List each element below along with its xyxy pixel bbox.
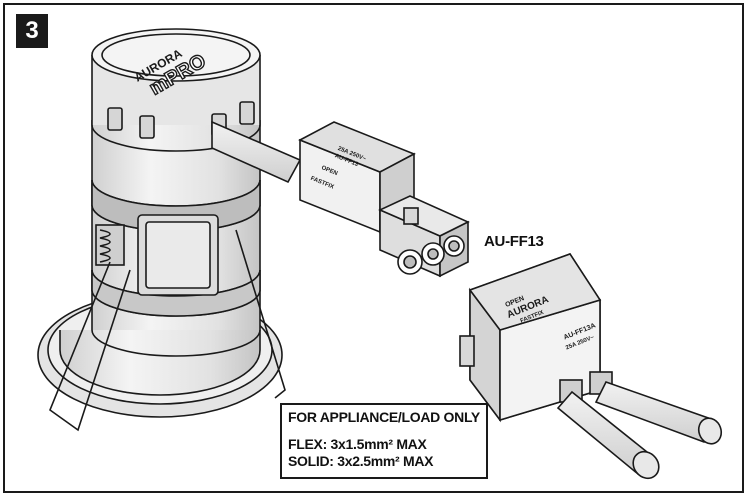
step-number-badge: 3	[16, 14, 48, 48]
cable-downlight-to-connector	[211, 120, 302, 184]
cable-spec-box: FOR APPLIANCE/LOAD ONLY FLEX: 3x1.5mm² M…	[280, 403, 488, 479]
model-number-label: AU-FF13	[484, 233, 544, 250]
fastfix-connector-bottom	[459, 253, 613, 423]
spec-title: FOR APPLIANCE/LOAD ONLY	[288, 409, 480, 425]
spring-wire-right	[235, 229, 286, 399]
fastfix-connector-top	[298, 121, 470, 278]
connector-top-open-label: OPEN	[320, 165, 338, 177]
downlight-cap-top	[91, 28, 261, 82]
downlight-fitting	[37, 28, 286, 432]
outgoing-cables	[556, 381, 723, 480]
spec-solid: SOLID: 3x2.5mm² MAX	[288, 453, 434, 469]
spring-wire-left	[49, 261, 131, 432]
spec-flex: FLEX: 3x1.5mm² MAX	[288, 436, 427, 452]
